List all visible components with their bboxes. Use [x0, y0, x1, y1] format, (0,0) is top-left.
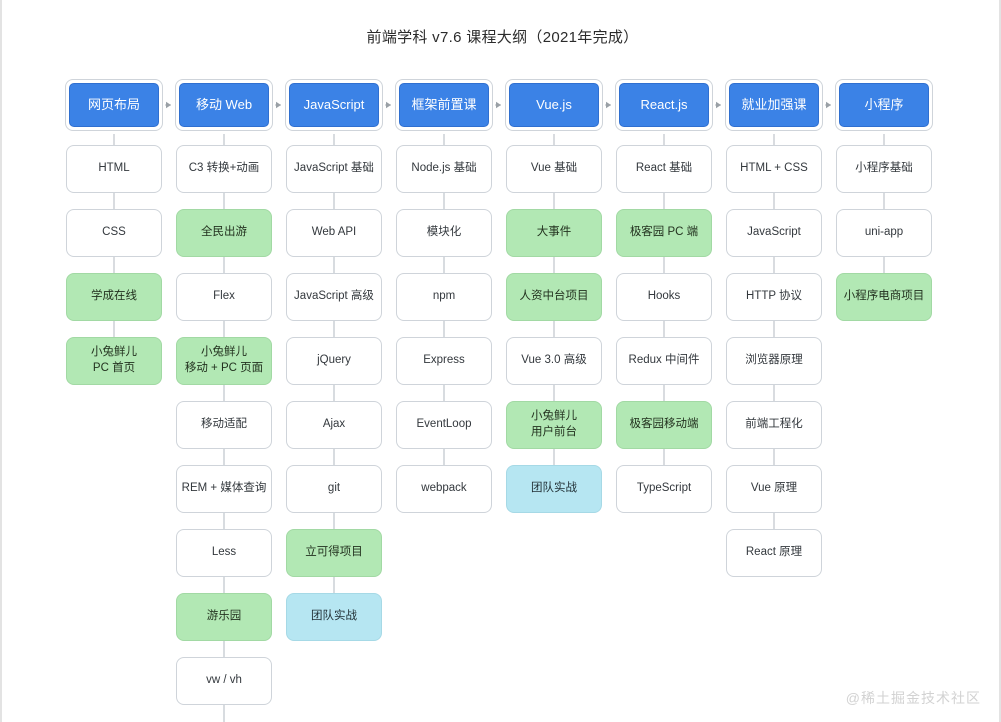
course-node[interactable]: 模块化 — [396, 209, 492, 257]
watermark: @稀土掘金技术社区 — [845, 690, 981, 706]
course-node[interactable]: 团队实战 — [286, 593, 382, 641]
course-node[interactable]: Vue 基础 — [506, 145, 602, 193]
course-node[interactable]: JavaScript 基础 — [286, 145, 382, 193]
course-node[interactable]: 小程序电商项目 — [836, 273, 932, 321]
course-node[interactable]: 全民出游 — [176, 209, 272, 257]
column-header-6[interactable]: React.js — [615, 79, 713, 131]
course-node[interactable]: Express — [396, 337, 492, 385]
course-node[interactable]: 人资中台项目 — [506, 273, 602, 321]
column-header-1[interactable]: 网页布局 — [65, 79, 163, 131]
course-node[interactable]: Vue 3.0 高级 — [506, 337, 602, 385]
course-node[interactable]: 前端工程化 — [726, 401, 822, 449]
column-header-label: React.js — [619, 83, 709, 127]
course-node[interactable]: Hooks — [616, 273, 712, 321]
column-header-label: 网页布局 — [69, 83, 159, 127]
course-node[interactable]: vw / vh — [176, 657, 272, 705]
course-node[interactable]: 团队实战 — [506, 465, 602, 513]
flow-arrow-icon — [606, 101, 611, 109]
course-node[interactable]: JavaScript 高级 — [286, 273, 382, 321]
course-node[interactable]: webpack — [396, 465, 492, 513]
course-node[interactable]: 小兔鲜儿 PC 首页 — [66, 337, 162, 385]
course-node[interactable]: EventLoop — [396, 401, 492, 449]
course-node[interactable]: jQuery — [286, 337, 382, 385]
column-header-label: 移动 Web — [179, 83, 269, 127]
course-node[interactable]: JavaScript — [726, 209, 822, 257]
flow-arrow-icon — [496, 101, 501, 109]
course-node[interactable]: Web API — [286, 209, 382, 257]
flow-arrow-icon — [386, 101, 391, 109]
course-node[interactable]: 游乐园 — [176, 593, 272, 641]
course-node[interactable]: React 基础 — [616, 145, 712, 193]
course-node[interactable]: 浏览器原理 — [726, 337, 822, 385]
flow-arrow-icon — [276, 101, 281, 109]
course-node[interactable]: 学成在线 — [66, 273, 162, 321]
course-node[interactable]: 小兔鲜儿 用户前台 — [506, 401, 602, 449]
course-node[interactable]: TypeScript — [616, 465, 712, 513]
column-header-7[interactable]: 就业加强课 — [725, 79, 823, 131]
course-node[interactable]: REM + 媒体查询 — [176, 465, 272, 513]
flow-arrow-icon — [826, 101, 831, 109]
column-header-8[interactable]: 小程序 — [835, 79, 933, 131]
course-node[interactable]: HTML + CSS — [726, 145, 822, 193]
course-node[interactable]: Redux 中间件 — [616, 337, 712, 385]
column-header-3[interactable]: JavaScript — [285, 79, 383, 131]
course-node[interactable]: CSS — [66, 209, 162, 257]
column-header-label: 框架前置课 — [399, 83, 489, 127]
course-node[interactable]: 立可得项目 — [286, 529, 382, 577]
column-header-4[interactable]: 框架前置课 — [395, 79, 493, 131]
course-node[interactable]: HTML — [66, 145, 162, 193]
course-node[interactable]: 小兔鲜儿 移动 + PC 页面 — [176, 337, 272, 385]
course-node[interactable]: HTTP 协议 — [726, 273, 822, 321]
flow-arrow-icon — [716, 101, 721, 109]
page-title: 前端学科 v7.6 课程大纲（2021年完成） — [366, 29, 639, 46]
column-header-label: 就业加强课 — [729, 83, 819, 127]
course-node[interactable]: 移动适配 — [176, 401, 272, 449]
course-node[interactable]: Node.js 基础 — [396, 145, 492, 193]
course-node[interactable]: npm — [396, 273, 492, 321]
flow-arrow-icon — [166, 101, 171, 109]
course-node[interactable]: Flex — [176, 273, 272, 321]
column-header-5[interactable]: Vue.js — [505, 79, 603, 131]
course-node[interactable]: 大事件 — [506, 209, 602, 257]
course-node[interactable]: Ajax — [286, 401, 382, 449]
course-node[interactable]: uni-app — [836, 209, 932, 257]
column-header-label: 小程序 — [839, 83, 929, 127]
column-header-2[interactable]: 移动 Web — [175, 79, 273, 131]
course-node[interactable]: 极客园移动端 — [616, 401, 712, 449]
course-node[interactable]: React 原理 — [726, 529, 822, 577]
course-node[interactable]: 极客园 PC 端 — [616, 209, 712, 257]
course-node[interactable]: Vue 原理 — [726, 465, 822, 513]
course-node[interactable]: git — [286, 465, 382, 513]
course-node[interactable]: Less — [176, 529, 272, 577]
column-header-label: JavaScript — [289, 83, 379, 127]
course-node[interactable]: 小程序基础 — [836, 145, 932, 193]
column-header-label: Vue.js — [509, 83, 599, 127]
course-node[interactable]: C3 转换+动画 — [176, 145, 272, 193]
